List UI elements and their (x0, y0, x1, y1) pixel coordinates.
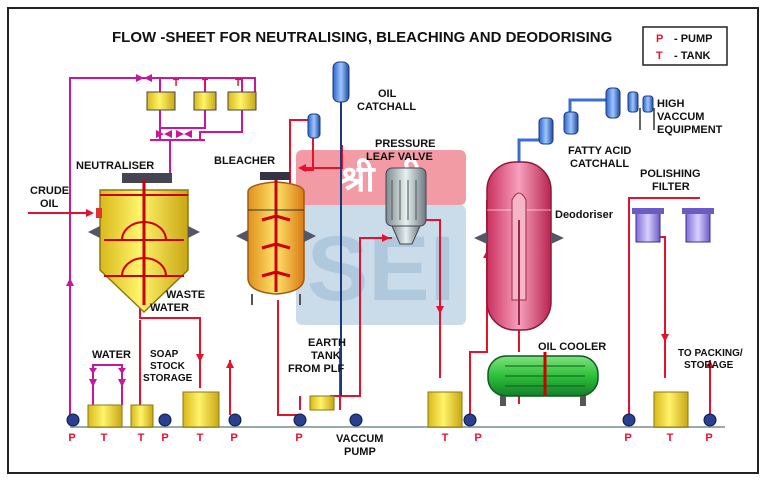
red-pipes (28, 119, 714, 421)
svg-text:OIL: OIL (40, 198, 59, 210)
svg-text:T: T (442, 432, 449, 444)
svg-text:SEI: SEI (307, 218, 455, 320)
svg-text:T: T (138, 432, 145, 444)
neutraliser-vessel (88, 173, 200, 314)
bottom-tanks (87, 391, 689, 428)
svg-text:CRUDE: CRUDE (30, 185, 69, 197)
svg-text:T: T (197, 432, 204, 444)
svg-text:NEUTRALISER: NEUTRALISER (76, 160, 154, 172)
svg-text:EQUIPMENT: EQUIPMENT (657, 124, 723, 136)
polishing-filters (632, 208, 714, 243)
svg-text:WATER: WATER (150, 302, 189, 314)
deodoriser-vessel (474, 161, 564, 331)
svg-text:P: P (705, 432, 712, 444)
svg-text:BLEACHER: BLEACHER (214, 155, 275, 167)
oil-catchall (307, 61, 350, 396)
svg-text:Deodoriser: Deodoriser (555, 209, 614, 221)
svg-text:T: T (667, 432, 674, 444)
svg-text:PRESSURE: PRESSURE (375, 138, 436, 150)
svg-text:P: P (656, 33, 663, 45)
svg-text:- PUMP: - PUMP (674, 33, 713, 45)
svg-text:P: P (295, 432, 302, 444)
bottom-letters: P T T P T P P T P P T P (68, 432, 712, 444)
legend-box: P - PUMP T - TANK (642, 26, 728, 66)
svg-text:TO PACKING/: TO PACKING/ (678, 348, 743, 359)
svg-text:T: T (173, 78, 179, 89)
svg-text:P: P (474, 432, 481, 444)
svg-text:CATCHALL: CATCHALL (357, 101, 416, 113)
svg-text:STORAGE: STORAGE (143, 373, 193, 384)
svg-text:CATCHALL: CATCHALL (570, 158, 629, 170)
svg-text:PUMP: PUMP (344, 446, 376, 458)
pressure-leaf-filter (385, 167, 427, 245)
top-tanks (146, 91, 257, 111)
svg-text:EARTH: EARTH (308, 337, 346, 349)
svg-text:SOAP: SOAP (150, 349, 179, 360)
svg-text:TANK: TANK (311, 350, 341, 362)
svg-text:P: P (230, 432, 237, 444)
oil-cooler (487, 352, 599, 406)
svg-text:T: T (235, 78, 241, 89)
svg-text:P: P (68, 432, 75, 444)
top-tank-letters: T T T (173, 78, 241, 89)
svg-text:STORAGE: STORAGE (684, 360, 734, 371)
svg-text:WATER: WATER (92, 349, 131, 361)
svg-text:P: P (624, 432, 631, 444)
svg-text:T: T (656, 50, 663, 62)
svg-text:- TANK: - TANK (674, 50, 711, 62)
watermark-logo: श्री श्री SEI (296, 150, 466, 325)
bleacher-vessel (236, 172, 316, 305)
svg-text:FROM PLF: FROM PLF (288, 363, 344, 375)
page-title: FLOW -SHEET FOR NEUTRALISING, BLEACHING … (112, 29, 612, 46)
svg-text:VACCUM: VACCUM (657, 111, 704, 123)
svg-text:HIGH: HIGH (657, 98, 685, 110)
svg-text:FILTER: FILTER (652, 181, 690, 193)
svg-text:POLISHING: POLISHING (640, 168, 701, 180)
svg-text:P: P (161, 432, 168, 444)
svg-text:STOCK: STOCK (150, 361, 186, 372)
svg-text:OIL: OIL (378, 88, 397, 100)
svg-text:OIL COOLER: OIL COOLER (538, 341, 606, 353)
svg-text:T: T (202, 78, 208, 89)
svg-text:VACCUM: VACCUM (336, 433, 383, 445)
svg-text:T: T (101, 432, 108, 444)
svg-text:FATTY ACID: FATTY ACID (568, 145, 631, 157)
pumps (66, 413, 717, 427)
valve-symbols (89, 74, 192, 374)
fatty-acid-catchall (538, 87, 654, 145)
svg-text:WASTE: WASTE (166, 289, 205, 301)
diagram-frame (7, 7, 759, 474)
equipment-labels: CRUDE OIL NEUTRALISER BLEACHER OIL CATCH… (30, 88, 743, 458)
svg-text:LEAF VALVE: LEAF VALVE (366, 151, 433, 163)
